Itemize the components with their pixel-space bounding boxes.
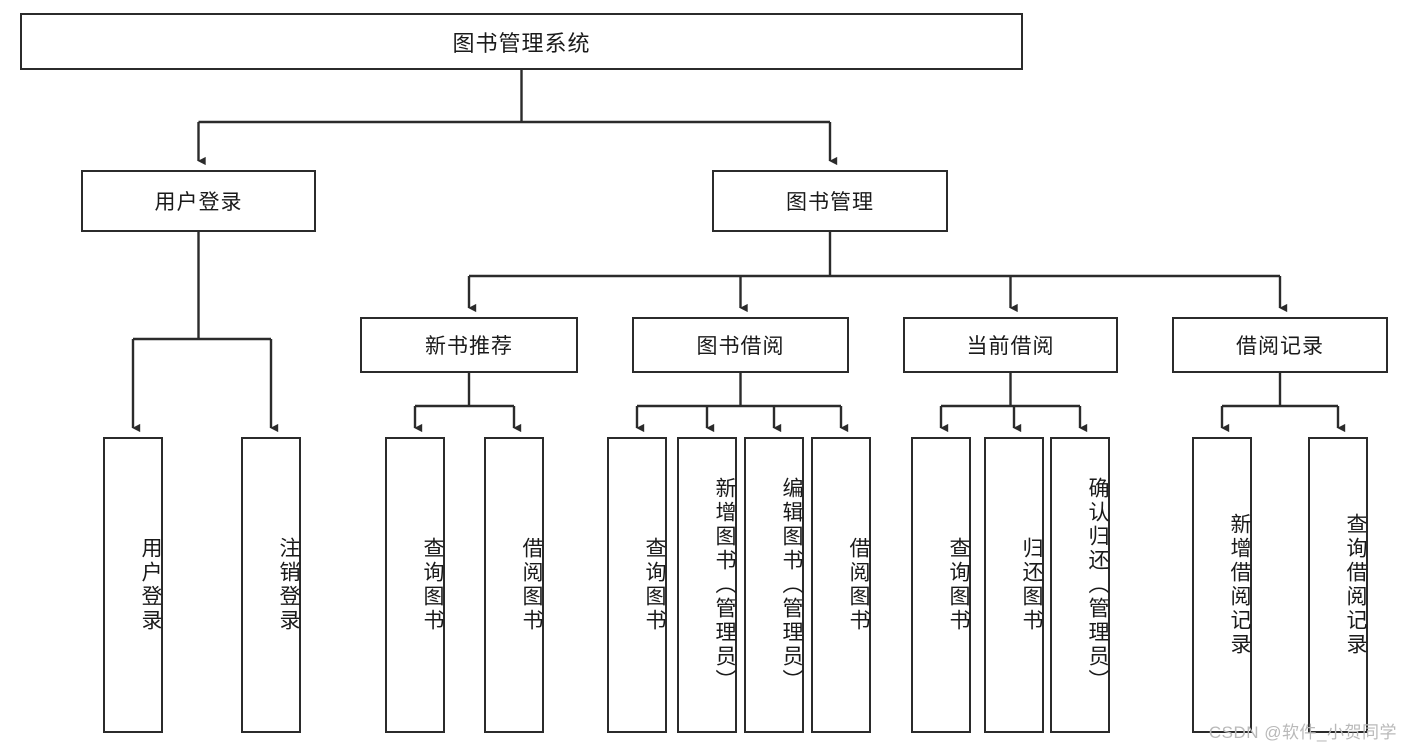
node-leaf-add-record[interactable]: 新增借阅记录 bbox=[1192, 437, 1252, 733]
node-label: 新增借阅记录 bbox=[1228, 513, 1251, 657]
node-label: 编辑图书（管理员） bbox=[780, 477, 803, 693]
node-leaf-return-book[interactable]: 归还图书 bbox=[984, 437, 1044, 733]
node-label: 查询图书 bbox=[421, 537, 444, 633]
node-label: 查询借阅记录 bbox=[1344, 513, 1367, 657]
node-leaf-user-logout[interactable]: 注销登录 bbox=[241, 437, 301, 733]
node-leaf-edit-book[interactable]: 编辑图书（管理员） bbox=[744, 437, 804, 733]
node-login[interactable]: 用户登录 bbox=[81, 170, 316, 232]
node-label: 注销登录 bbox=[277, 537, 300, 633]
node-label: 查询图书 bbox=[643, 537, 666, 633]
node-label: 图书管理 bbox=[786, 191, 874, 214]
node-label: 当前借阅 bbox=[966, 335, 1055, 358]
node-leaf-query-book-3[interactable]: 查询图书 bbox=[911, 437, 971, 733]
node-leaf-confirm-return[interactable]: 确认归还（管理员） bbox=[1050, 437, 1110, 733]
node-label: 归还图书 bbox=[1020, 537, 1043, 633]
node-label: 用户登录 bbox=[154, 191, 243, 214]
node-leaf-user-login[interactable]: 用户登录 bbox=[103, 437, 163, 733]
node-label: 查询图书 bbox=[947, 537, 970, 633]
node-label: 借阅记录 bbox=[1236, 335, 1324, 358]
node-records[interactable]: 借阅记录 bbox=[1172, 317, 1388, 373]
node-leaf-query-record[interactable]: 查询借阅记录 bbox=[1308, 437, 1368, 733]
node-label: 新书推荐 bbox=[425, 335, 513, 358]
node-leaf-query-book-2[interactable]: 查询图书 bbox=[607, 437, 667, 733]
node-label: 借阅图书 bbox=[520, 537, 543, 633]
node-bookmgmt[interactable]: 图书管理 bbox=[712, 170, 948, 232]
node-leaf-borrow-book-2[interactable]: 借阅图书 bbox=[811, 437, 871, 733]
node-newbook[interactable]: 新书推荐 bbox=[360, 317, 578, 373]
node-borrow[interactable]: 图书借阅 bbox=[632, 317, 849, 373]
node-current[interactable]: 当前借阅 bbox=[903, 317, 1118, 373]
node-root-图书管理系统[interactable]: 图书管理系统 bbox=[20, 13, 1023, 70]
node-label: 借阅图书 bbox=[847, 537, 870, 633]
node-leaf-borrow-book-1[interactable]: 借阅图书 bbox=[484, 437, 544, 733]
node-label: 图书管理系统 bbox=[452, 30, 591, 56]
node-label: 用户登录 bbox=[139, 537, 162, 633]
node-label: 图书借阅 bbox=[696, 335, 785, 358]
node-label: 新增图书（管理员） bbox=[713, 477, 736, 693]
node-leaf-add-book[interactable]: 新增图书（管理员） bbox=[677, 437, 737, 733]
node-leaf-query-book-1[interactable]: 查询图书 bbox=[385, 437, 445, 733]
node-label: 确认归还（管理员） bbox=[1086, 477, 1109, 693]
watermark-label: CSDN @软件_小贺同学 bbox=[1208, 723, 1397, 742]
